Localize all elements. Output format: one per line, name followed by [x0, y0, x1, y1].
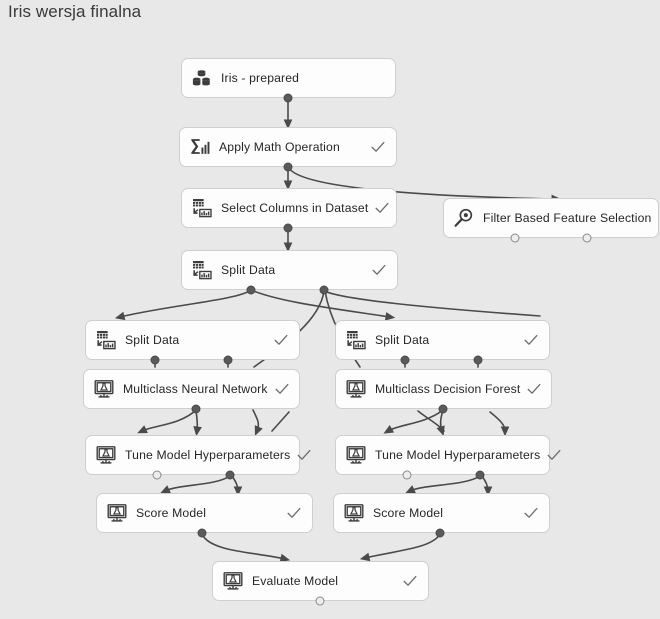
edge-tune_r-to-score_r1: [405, 475, 481, 494]
node-label: Apply Math Operation: [219, 140, 340, 154]
edge-split_main-to-split_r: [250, 289, 396, 321]
model-icon: [94, 380, 114, 398]
check-icon: [371, 141, 385, 152]
node-split_main[interactable]: Split Data: [181, 250, 398, 290]
node-mdf[interactable]: Multiclass Decision Forest: [335, 369, 552, 409]
node-label: Score Model: [136, 506, 207, 520]
port-evaluate-open[interactable]: [315, 596, 325, 606]
edge-mdf-to-tune_r4: [489, 411, 510, 437]
port-tune_r-open[interactable]: [402, 470, 412, 480]
model-icon: [96, 446, 116, 464]
check-icon: [287, 507, 301, 518]
node-label: Split Data: [125, 333, 180, 347]
edge-mdf-to-tune_r3: [417, 410, 445, 432]
model-icon: [344, 504, 364, 522]
node-label: Filter Based Feature Selection: [483, 211, 652, 225]
port-filter-open[interactable]: [582, 233, 592, 243]
port-mnn-out[interactable]: [191, 404, 201, 414]
node-tune_r[interactable]: Tune Model Hyperparameters: [335, 435, 561, 475]
edge-mnn-to-tune_l3: [252, 409, 263, 436]
check-icon: [275, 383, 289, 394]
port-score_r-out[interactable]: [435, 528, 445, 538]
node-label: Score Model: [373, 506, 444, 520]
check-icon: [527, 383, 541, 394]
model-icon: [346, 446, 366, 464]
port-split_l-out[interactable]: [223, 355, 233, 365]
check-icon: [297, 449, 311, 460]
port-split_r-out[interactable]: [473, 355, 483, 365]
check-icon: [375, 202, 389, 213]
node-tune_l[interactable]: Tune Model Hyperparameters: [85, 435, 311, 475]
port-iris-out[interactable]: [283, 93, 293, 103]
node-label: Multiclass Neural Network: [123, 382, 268, 396]
node-iris[interactable]: Iris - prepared: [181, 58, 396, 98]
edge-score_l-to-evaluate: [201, 533, 291, 563]
node-label: Tune Model Hyperparameters: [375, 448, 541, 462]
table-split-icon: [97, 331, 116, 350]
edge-split_main-to-split_l: [114, 289, 252, 321]
edge-score_r-to-evaluate: [359, 533, 441, 562]
node-label: Iris - prepared: [221, 71, 300, 85]
node-label: Select Columns in Dataset: [221, 201, 369, 215]
check-icon: [524, 507, 538, 518]
edge-split_main-to-split_r2: [323, 290, 541, 317]
node-split_l[interactable]: Split Data: [85, 320, 300, 360]
model-icon: [107, 504, 127, 522]
node-label: Split Data: [375, 333, 430, 347]
node-select[interactable]: Select Columns in Dataset: [181, 188, 397, 228]
port-tune_l-out[interactable]: [225, 470, 235, 480]
table-split-icon: [347, 331, 366, 350]
port-filter-open[interactable]: [510, 233, 520, 243]
edge-mdf-to-tune_r1: [383, 409, 444, 434]
node-score_l[interactable]: Score Model: [96, 493, 313, 533]
node-label: Evaluate Model: [252, 574, 339, 588]
model-icon: [223, 572, 243, 590]
node-split_r[interactable]: Split Data: [335, 320, 550, 360]
port-split_main-out[interactable]: [319, 285, 329, 295]
node-score_r[interactable]: Score Model: [333, 493, 550, 533]
port-math-out[interactable]: [283, 162, 293, 172]
check-icon: [372, 264, 386, 275]
dataset-icon: [192, 70, 210, 86]
port-mdf-out[interactable]: [438, 404, 448, 414]
check-icon: [274, 334, 288, 345]
edge-tune_l-to-score_l1: [160, 475, 231, 494]
port-select-out[interactable]: [283, 223, 293, 233]
node-label: Tune Model Hyperparameters: [125, 448, 291, 462]
check-icon: [403, 575, 417, 586]
check-icon: [547, 449, 561, 460]
page-title: Iris wersja finalna: [8, 2, 142, 21]
node-evaluate[interactable]: Evaluate Model: [212, 561, 429, 601]
edge-mnn-to-tune_l1: [137, 409, 197, 434]
node-label: Split Data: [221, 263, 276, 277]
node-math[interactable]: Apply Math Operation: [179, 127, 397, 167]
node-label: Multiclass Decision Forest: [375, 382, 521, 396]
node-mnn[interactable]: Multiclass Neural Network: [83, 369, 300, 409]
sigma-chart-icon: [191, 139, 210, 154]
model-icon: [346, 380, 366, 398]
node-filter[interactable]: Filter Based Feature Selection: [443, 198, 659, 238]
port-score_l-out[interactable]: [197, 528, 207, 538]
table-split-icon: [193, 261, 212, 280]
edge-split_l2-to-tune_l4: [271, 411, 290, 432]
table-split-icon: [193, 199, 212, 218]
check-icon: [524, 334, 538, 345]
port-tune_r-out[interactable]: [475, 470, 485, 480]
port-split_l-out[interactable]: [150, 355, 160, 365]
magnifier-icon: [454, 208, 473, 227]
port-split_r-out[interactable]: [400, 355, 410, 365]
port-tune_l-open[interactable]: [152, 470, 162, 480]
port-split_main-out[interactable]: [246, 285, 256, 295]
